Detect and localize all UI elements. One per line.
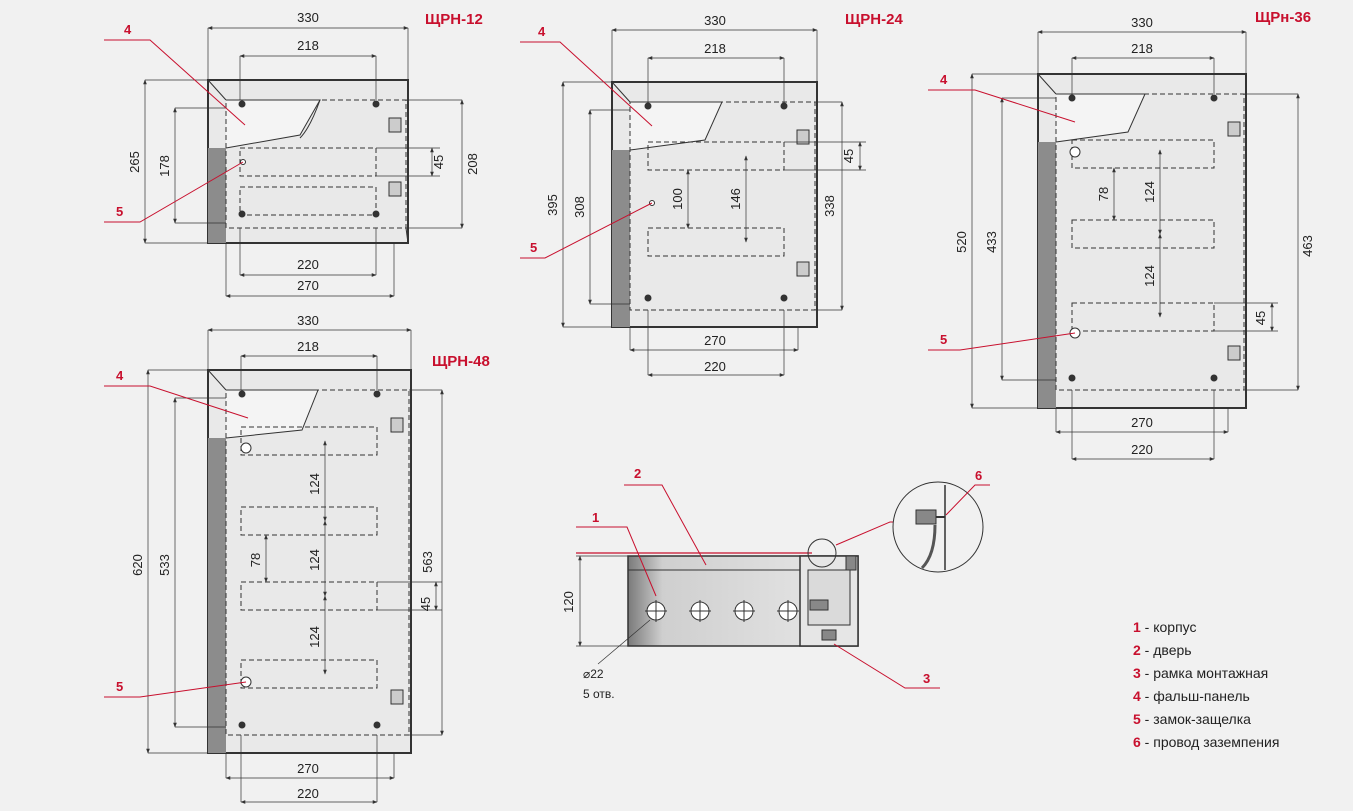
dim-270: 270 (297, 761, 319, 776)
dim-height: 620 (130, 554, 145, 576)
legend-item-4: 4 - фальш-панель (1133, 688, 1250, 704)
callout-3: 3 (923, 671, 930, 686)
dim-right-height: 563 (420, 551, 435, 573)
dim-45: 45 (1253, 311, 1268, 325)
dim-45: 45 (418, 597, 433, 611)
dim-inner-width: 218 (297, 38, 319, 53)
dim-146: 146 (728, 188, 743, 210)
cabinet-shrn12 (104, 26, 464, 298)
dim-right-height: 463 (1300, 235, 1315, 257)
dim-124-upper: 124 (1142, 181, 1157, 203)
dim-78: 78 (248, 553, 263, 567)
cabinet-shrn36 (928, 30, 1300, 461)
section-view (576, 481, 990, 689)
legend-item-2: 2 - дверь (1133, 642, 1192, 658)
callout-4: 4 (940, 72, 948, 87)
callout-4: 4 (538, 24, 546, 39)
dim-inner-height: 178 (157, 155, 172, 177)
dim-inner-height: 533 (157, 554, 172, 576)
dim-220: 220 (1131, 442, 1153, 457)
callout-4: 4 (116, 368, 124, 383)
dim-124-middle: 124 (307, 549, 322, 571)
cabinet-shrn48 (104, 328, 444, 804)
legend-item-5: 5 - замок-защелка (1133, 711, 1251, 727)
model-title: ЩРН-24 (845, 11, 903, 28)
dim-120: 120 (561, 591, 576, 613)
dim-height: 265 (127, 151, 142, 173)
dim-width: 330 (1131, 15, 1153, 30)
model-title: ЩРн-36 (1255, 9, 1311, 26)
dim-right-height: 338 (822, 195, 837, 217)
dim-inner-height: 308 (572, 196, 587, 218)
dim-height: 520 (954, 231, 969, 253)
dim-220: 220 (297, 257, 319, 272)
callout-6: 6 (975, 468, 982, 483)
callout-5: 5 (116, 204, 123, 219)
dim-height: 395 (545, 194, 560, 216)
dim-124-lower: 124 (307, 626, 322, 648)
dim-inner-width: 218 (297, 339, 319, 354)
dim-270: 270 (704, 333, 726, 348)
callout-5: 5 (530, 240, 537, 255)
callout-4: 4 (124, 22, 132, 37)
legend-item-1: 1 - корпус (1133, 619, 1197, 635)
dim-45: 45 (431, 155, 446, 169)
dim-220: 220 (297, 786, 319, 801)
hole-diameter: ⌀22 (583, 667, 604, 681)
dim-45: 45 (841, 149, 856, 163)
dim-inner-width: 218 (1131, 41, 1153, 56)
dim-124-upper: 124 (307, 473, 322, 495)
dim-270: 270 (297, 278, 319, 293)
legend-item-6: 6 - провод заземпения (1133, 734, 1279, 750)
callout-1: 1 (592, 510, 599, 525)
legend: 1 - корпус 2 - дверь 3 - рамка монтажная… (1133, 619, 1279, 750)
dim-width: 330 (297, 313, 319, 328)
dim-270: 270 (1131, 415, 1153, 430)
dim-inner-width: 218 (704, 41, 726, 56)
model-title: ЩРН-48 (432, 353, 490, 370)
dim-width: 330 (297, 10, 319, 25)
hole-count: 5 отв. (583, 687, 615, 701)
dim-width: 330 (704, 13, 726, 28)
dim-124-lower: 124 (1142, 265, 1157, 287)
dim-100: 100 (670, 188, 685, 210)
dim-78: 78 (1096, 187, 1111, 201)
callout-5: 5 (940, 332, 947, 347)
dim-inner-height: 433 (984, 231, 999, 253)
callout-2: 2 (634, 466, 641, 481)
dim-220: 220 (704, 359, 726, 374)
dim-right-height: 208 (465, 153, 480, 175)
callout-5: 5 (116, 679, 123, 694)
legend-item-3: 3 - рамка монтажная (1133, 665, 1268, 681)
model-title: ЩРН-12 (425, 11, 483, 28)
cabinet-shrn24 (520, 28, 866, 377)
